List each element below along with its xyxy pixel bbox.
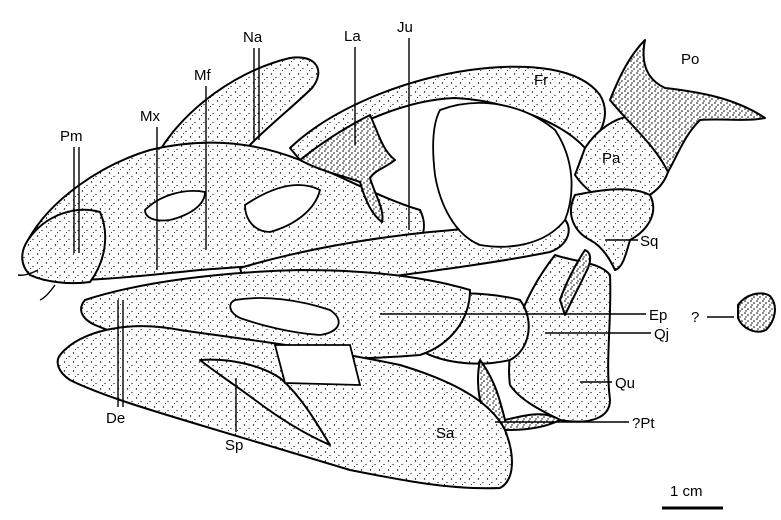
- isolated-element: [738, 293, 775, 331]
- orbit-opening: [433, 103, 571, 247]
- label-mf: Mf: [194, 67, 211, 84]
- label-sa: Sa: [436, 425, 455, 442]
- label-sp: Sp: [225, 437, 243, 454]
- label-po: Po: [681, 51, 699, 68]
- label-ju: Ju: [397, 19, 413, 36]
- label-unknown: ?: [691, 309, 699, 326]
- label-fr: Fr: [534, 72, 548, 89]
- label-de: De: [106, 410, 125, 427]
- label-mx: Mx: [140, 108, 160, 125]
- label-qu: Qu: [615, 375, 635, 392]
- label-ep: Ep: [649, 307, 667, 324]
- lower-window: [275, 345, 360, 385]
- label-pt: ?Pt: [632, 415, 655, 432]
- label-pa: Pa: [602, 150, 621, 167]
- label-la: La: [344, 28, 361, 45]
- tooth-2: [40, 285, 55, 300]
- label-qj: Qj: [654, 326, 669, 343]
- label-pm: Pm: [60, 128, 83, 145]
- scale-bar-label: 1 cm: [670, 483, 703, 500]
- label-sq: Sq: [640, 233, 658, 250]
- label-na: Na: [243, 29, 263, 46]
